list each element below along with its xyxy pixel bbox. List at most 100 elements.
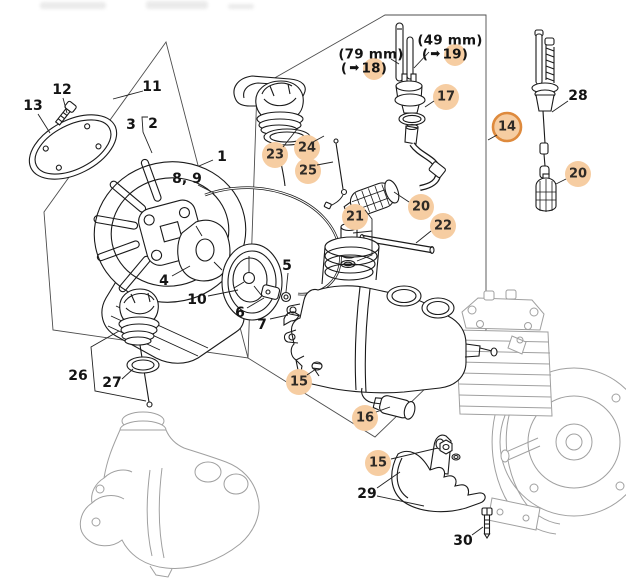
- tank-screw-art: [311, 361, 323, 377]
- leader-27: [121, 368, 134, 380]
- right-arrow-icon: ➡: [349, 60, 360, 75]
- vent-elbow: [404, 125, 419, 145]
- part-label-22: 22: [433, 218, 453, 234]
- part-label-4: 4: [159, 273, 169, 289]
- leader-7: [269, 314, 289, 320]
- badge-circle-14: [491, 111, 523, 143]
- badge-circle-17: [433, 84, 459, 110]
- leader-25: [316, 161, 334, 166]
- badge-circle-15-nut: [365, 450, 391, 476]
- part-label-3: 3: [126, 117, 136, 133]
- cross-ref-ref-18: (➡18): [340, 60, 388, 77]
- vent-hose-art: [409, 142, 446, 191]
- screw-30-art: [481, 507, 493, 540]
- leader-10: [207, 289, 239, 297]
- leader-24: [312, 135, 325, 143]
- part-label-1: 1: [217, 149, 227, 165]
- print-artifact: [40, 2, 106, 9]
- fuel-filter-right-art: [535, 173, 557, 212]
- washer-art: [280, 291, 292, 303]
- print-artifact: [146, 1, 208, 9]
- part-label-15-nut: 15: [368, 455, 388, 471]
- leader-6: [246, 297, 265, 309]
- tank-spigot-art: [372, 395, 416, 420]
- part-label-8-9: 8, 9: [172, 171, 202, 187]
- leader-26-bracket: [90, 330, 147, 402]
- leader-20-left: [393, 191, 410, 203]
- tank-side-spigot: [464, 343, 481, 358]
- leader-5: [285, 272, 289, 293]
- part-label-30: 30: [453, 533, 473, 549]
- leader-4: [171, 265, 191, 277]
- part-label-2: 2: [148, 116, 158, 132]
- part-label-17: 17: [436, 89, 456, 105]
- starter-cup-art: [221, 243, 283, 321]
- leader-note-79mm: [390, 58, 400, 65]
- rope-rotor-art: [177, 219, 231, 282]
- part-label-10: 10: [187, 292, 207, 308]
- leader-21-bracket: [352, 209, 373, 262]
- badge-circle-15-screw: [286, 369, 312, 395]
- cover-plate-art: [28, 114, 118, 180]
- vent-rod-art: [323, 138, 348, 210]
- deflector-shield: [391, 450, 486, 513]
- part-label-12: 12: [52, 82, 72, 98]
- deflector-nut: [439, 439, 461, 461]
- crankshaft-stub: [505, 437, 541, 461]
- part-label-16: 16: [355, 410, 375, 426]
- leader-28: [551, 100, 569, 113]
- leader-15-screw: [306, 368, 317, 376]
- pickup-body-art: [531, 29, 559, 212]
- part-label-20-left: 20: [411, 199, 431, 215]
- part-label-27: 27: [102, 375, 122, 391]
- print-artifact: [228, 4, 254, 9]
- leader-8-9: [197, 184, 215, 194]
- badge-circle-16: [352, 405, 378, 431]
- part-label-13: 13: [23, 98, 43, 114]
- deflector-art: [391, 434, 493, 540]
- part-label-25: 25: [298, 163, 318, 179]
- cap-retainer-art: [126, 356, 160, 374]
- leader-12: [62, 97, 68, 114]
- leader-note-49mm: [413, 51, 430, 69]
- vent-cap-art: [255, 80, 304, 136]
- badge-circle-21: [342, 204, 368, 230]
- part-label-26: 26: [68, 368, 88, 384]
- leader-1: [198, 159, 214, 167]
- badge-circle-25: [295, 158, 321, 184]
- leader-22: [415, 230, 432, 244]
- vent-tubes-art: [395, 22, 414, 82]
- leader-16: [375, 406, 391, 413]
- part-label-29: 29: [357, 486, 377, 502]
- pawl-art: [260, 284, 281, 300]
- fuel-cap-art: [118, 288, 160, 408]
- part-label-6: 6: [235, 305, 245, 321]
- cross-ref-ref-19: (➡19): [421, 46, 469, 63]
- part-label-21: 21: [345, 209, 365, 225]
- part-label-14: 14: [497, 119, 517, 135]
- tank-group-art: [255, 22, 498, 420]
- part-label-28: 28: [568, 88, 588, 104]
- badge-circle-22: [430, 213, 456, 239]
- part-label-5: 5: [282, 258, 292, 274]
- vent-body-art: [394, 73, 426, 145]
- leader-3-2-bracket: [141, 116, 153, 154]
- badge-circle-20-right: [565, 161, 591, 187]
- badge-circle-23: [262, 142, 288, 168]
- leader-17: [424, 100, 435, 108]
- leader-15-nut: [390, 447, 439, 460]
- cross-ref-number-18: 18: [361, 60, 381, 77]
- starter-housing-art: [93, 158, 247, 364]
- leader-14: [487, 134, 498, 141]
- part-label-24: 24: [297, 140, 317, 156]
- right-arrow-icon: ➡: [430, 46, 441, 61]
- leader-13: [37, 113, 51, 134]
- badge-circle-20-left: [408, 194, 434, 220]
- part-label-11: 11: [142, 79, 162, 95]
- leader-20-right: [555, 178, 567, 185]
- lower-tank-art: [79, 411, 260, 578]
- part-label-15-screw: 15: [289, 374, 309, 390]
- badge-circle-layer: [262, 44, 591, 476]
- leader-29: [376, 471, 425, 507]
